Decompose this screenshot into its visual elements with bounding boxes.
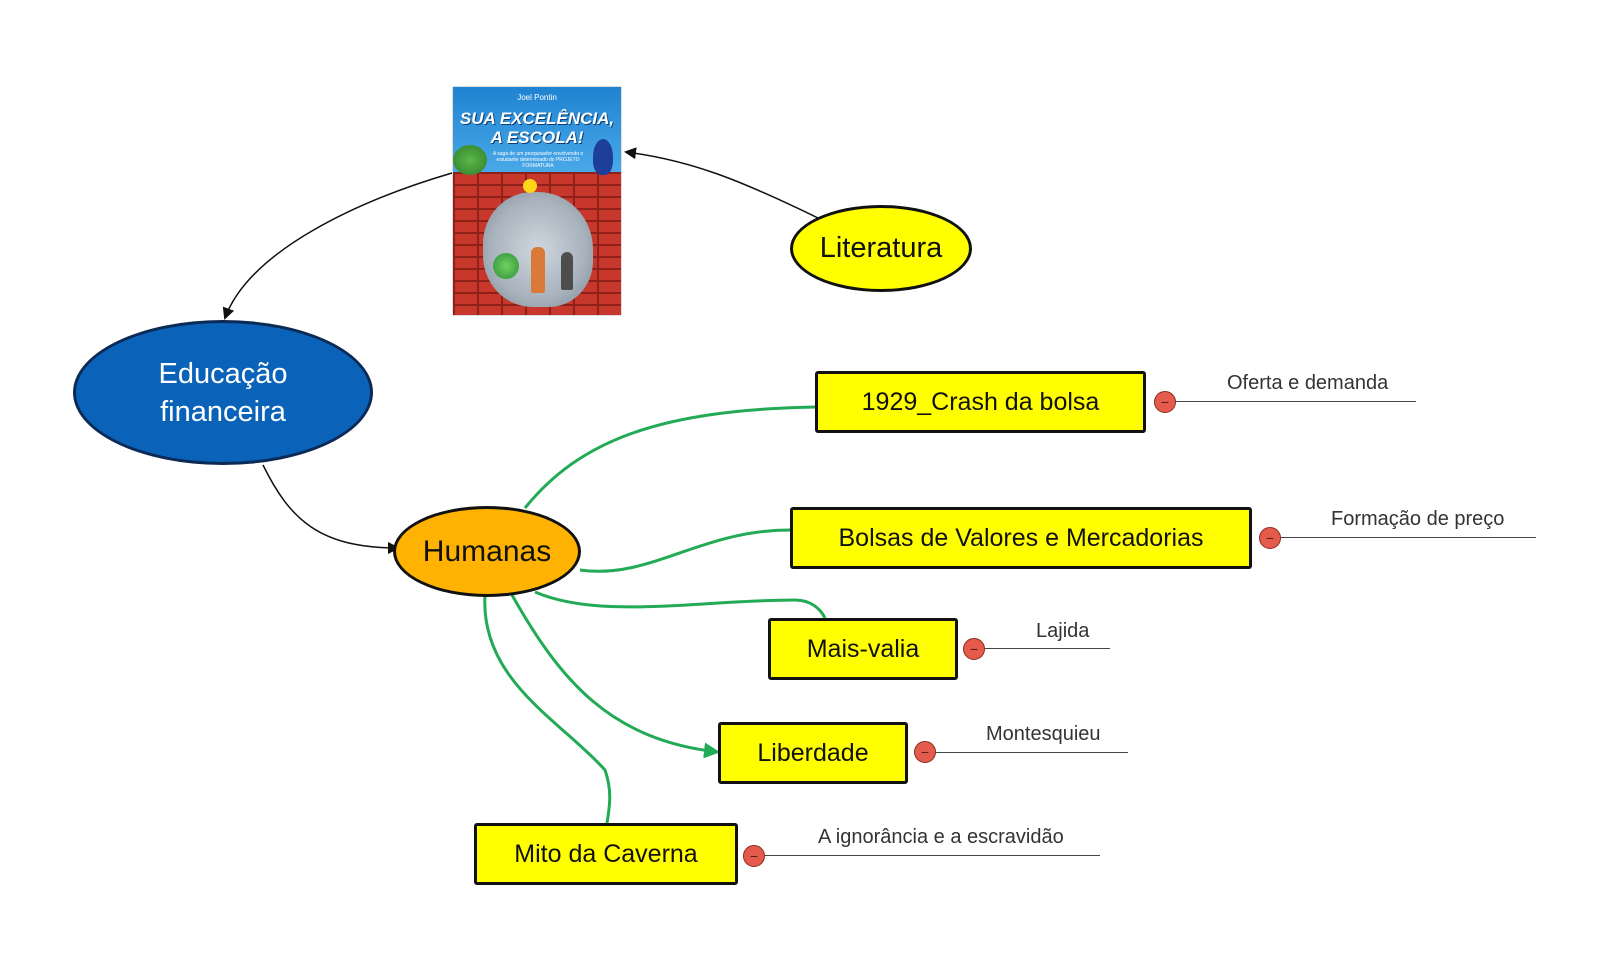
collapse-button[interactable]: − [963, 638, 985, 660]
book-subtitle: A saga de um pesquisador envolvendo o es… [492, 151, 584, 169]
minus-icon: − [1160, 394, 1170, 410]
connector-humanas-to-liberdade [510, 594, 720, 759]
connector-humanas-to-mito [483, 594, 612, 824]
note-underline [936, 752, 1128, 753]
student-figure-illustration [531, 247, 545, 293]
minus-icon: − [920, 744, 930, 760]
note-underline [1281, 537, 1536, 538]
globe-illustration [493, 253, 519, 279]
node-humanas-label: Humanas [422, 534, 552, 568]
minus-icon: − [1265, 530, 1275, 546]
smiley-illustration [523, 179, 537, 193]
connector-educacao-to-humanas [262, 464, 400, 554]
node-literatura[interactable]: Literatura [790, 205, 972, 292]
connector-humanas-to-bolsas [579, 528, 791, 573]
node-liberdade[interactable]: Liberdade [718, 722, 908, 784]
node-humanas[interactable]: Humanas [393, 506, 581, 597]
minus-icon: − [969, 641, 979, 657]
student-figure-illustration [561, 252, 573, 290]
book-title: SUA EXCELÊNCIA, A ESCOLA! [459, 109, 615, 147]
node-liberdade-label: Liberdade [757, 738, 869, 767]
note-ignorancia-e-escravidao: A ignorância e a escravidão [818, 826, 1064, 848]
node-mito-da-caverna-label: Mito da Caverna [514, 839, 698, 868]
connector-book-to-educacao [222, 172, 453, 320]
note-underline [765, 855, 1100, 856]
node-educacao-financeira-label: Educação financeira [158, 357, 288, 428]
collapse-button[interactable]: − [743, 845, 765, 867]
node-literatura-label: Literatura [819, 232, 943, 264]
collapse-button[interactable]: − [1259, 527, 1281, 549]
note-oferta-e-demanda: Oferta e demanda [1227, 372, 1389, 394]
node-educacao-financeira[interactable]: Educação financeira [73, 320, 373, 465]
node-bolsas-de-valores-label: Bolsas de Valores e Mercadorias [838, 523, 1204, 552]
note-montesquieu: Montesquieu [986, 723, 1101, 745]
book-author: Joel Pontin [517, 93, 557, 102]
node-bolsas-de-valores[interactable]: Bolsas de Valores e Mercadorias [790, 507, 1252, 569]
tree-leaves-illustration [453, 145, 487, 175]
note-lajida: Lajida [1036, 620, 1090, 642]
collapse-button[interactable]: − [1154, 391, 1176, 413]
note-underline [1176, 401, 1416, 402]
node-mito-da-caverna[interactable]: Mito da Caverna [474, 823, 738, 885]
collapse-button[interactable]: − [914, 741, 936, 763]
node-mais-valia-label: Mais-valia [806, 634, 920, 663]
book-cover-image: Joel Pontin SUA EXCELÊNCIA, A ESCOLA! A … [453, 87, 621, 315]
minus-icon: − [749, 848, 759, 864]
node-mais-valia[interactable]: Mais-valia [768, 618, 958, 680]
connector-literatura-to-book [624, 147, 819, 219]
note-underline [985, 648, 1110, 649]
note-formacao-de-preco: Formação de preço [1331, 508, 1505, 530]
parrot-illustration [593, 139, 613, 175]
node-1929-crash-da-bolsa[interactable]: 1929_Crash da bolsa [815, 371, 1146, 433]
connector-humanas-to-maisvalia [534, 590, 827, 619]
connector-humanas-to-crash [523, 405, 816, 509]
node-1929-crash-da-bolsa-label: 1929_Crash da bolsa [861, 387, 1100, 416]
